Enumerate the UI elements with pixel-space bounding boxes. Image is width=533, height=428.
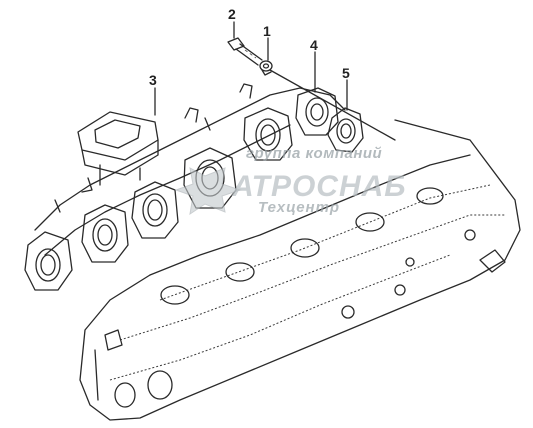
watermark-top-text: группа компаний: [246, 145, 382, 162]
part-label-2: 2: [228, 6, 236, 22]
part-label-1: 1: [263, 23, 271, 39]
part-label-4: 4: [310, 37, 318, 53]
cylinder-head: [79, 119, 521, 421]
washer: [259, 60, 273, 76]
assembly-axis: [269, 69, 396, 141]
watermark-sub-text: Техцентр: [258, 199, 340, 216]
bolt: [227, 37, 263, 66]
watermark: группа компаний АТРОСНАБ Техцентр: [174, 145, 407, 216]
manifold-port-6: [295, 87, 339, 136]
watermark-logo-icon: [174, 167, 242, 216]
turbo-flange: [77, 111, 159, 186]
manifold-port-2: [81, 204, 129, 263]
manifold-port-1: [24, 231, 73, 291]
manifold-port-5: [243, 107, 293, 161]
exhaust-manifold: [24, 83, 346, 291]
manifold-port-3: [131, 181, 179, 239]
part-label-3: 3: [149, 72, 157, 88]
part-label-5: 5: [342, 65, 350, 81]
leader-lines: [154, 21, 348, 116]
watermark-main-text: АТРОСНАБ: [231, 170, 407, 203]
